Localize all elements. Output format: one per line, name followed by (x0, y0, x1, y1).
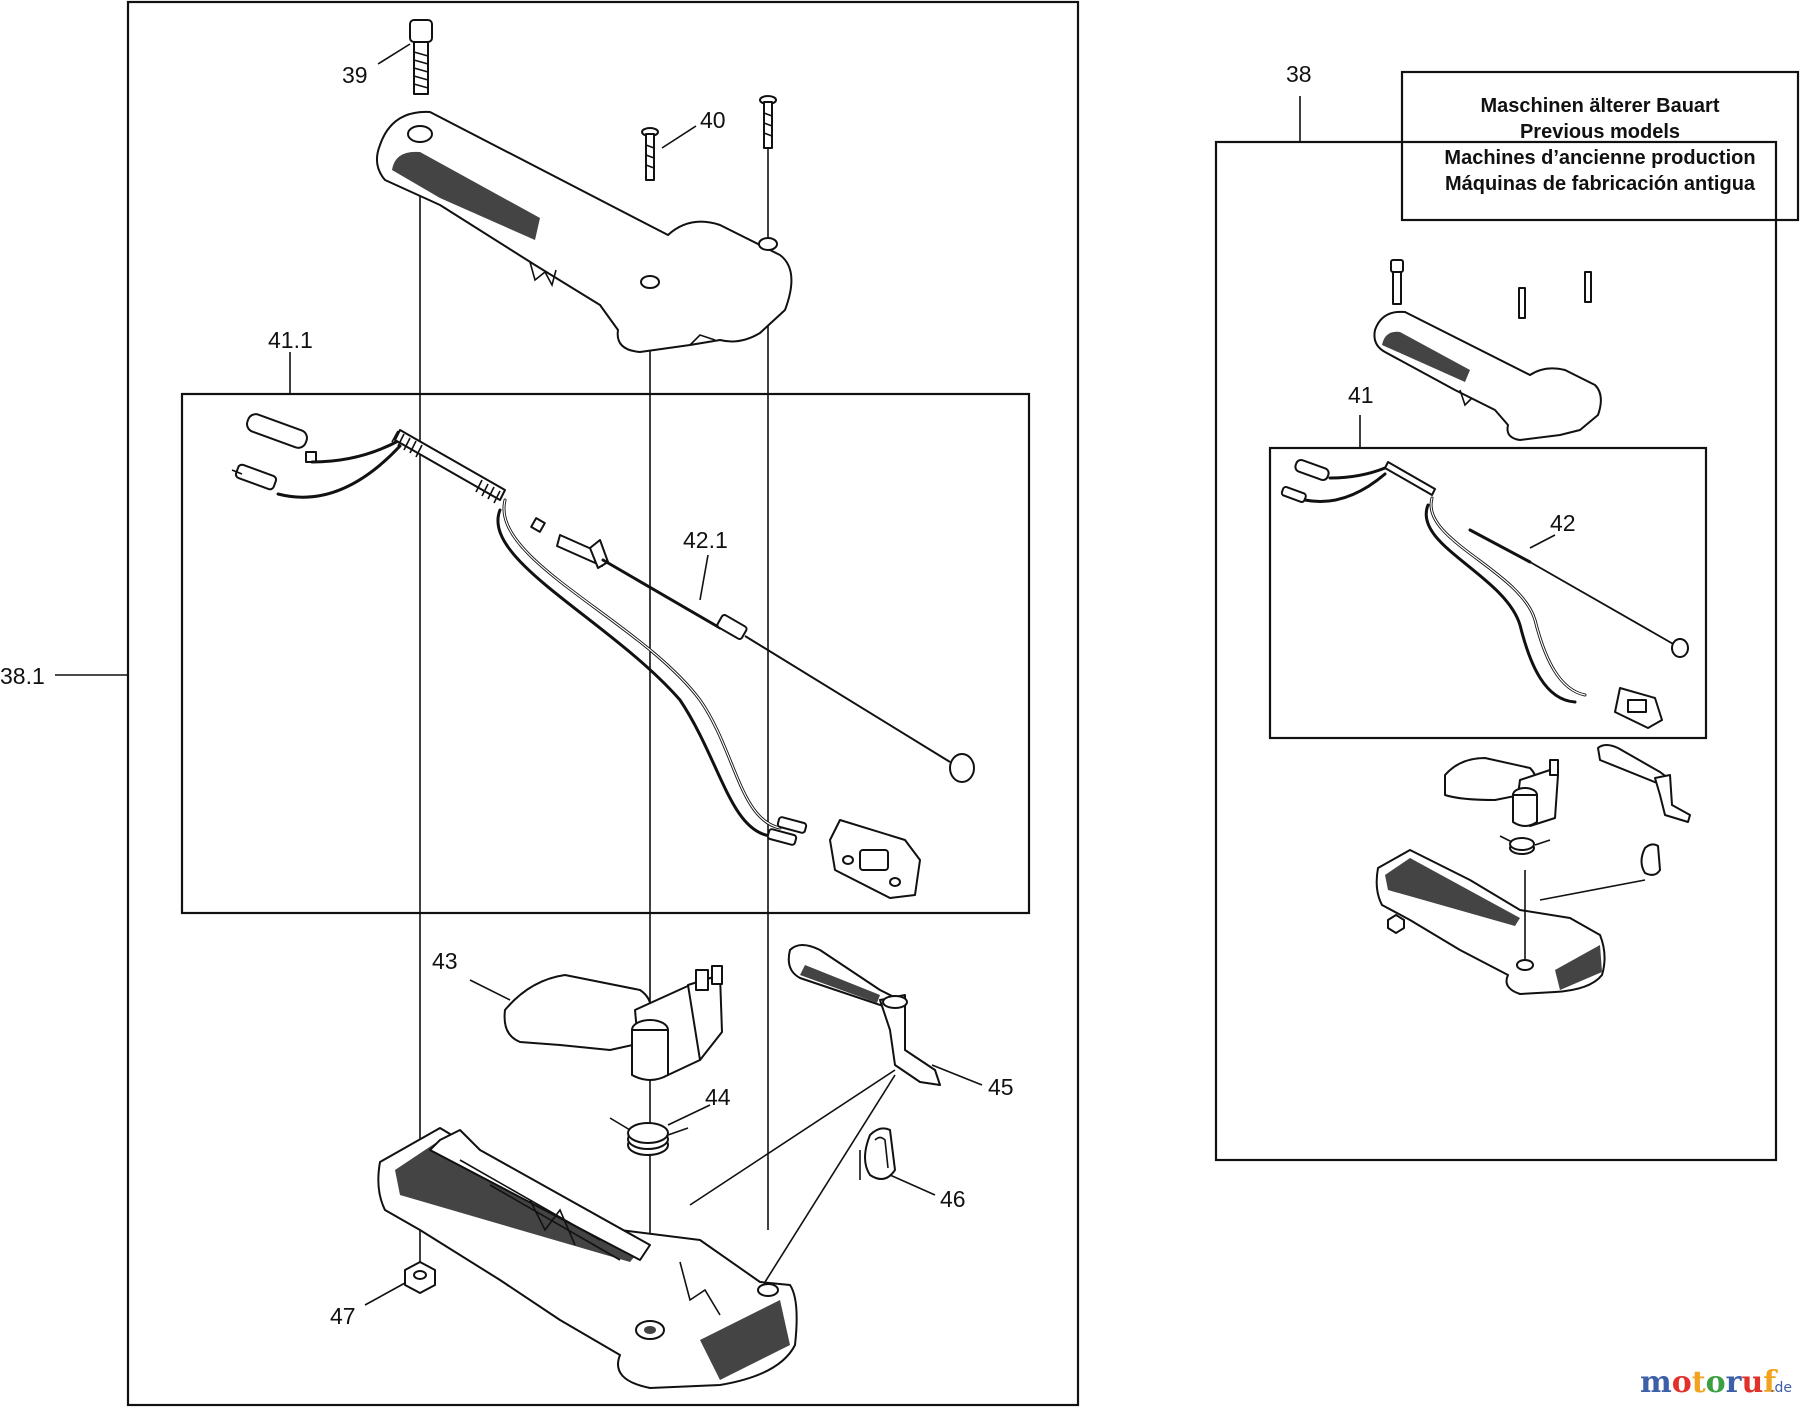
label-41-1: 41.1 (268, 327, 313, 353)
previous-clip (1640, 843, 1661, 876)
label-46: 46 (940, 1186, 966, 1212)
previous-wiring-harness (1280, 458, 1663, 729)
watermark-brand: motoruf (1640, 1365, 1778, 1400)
label-40: 40 (700, 107, 726, 133)
label-47: 47 (330, 1303, 356, 1329)
previous-handle-lower (1375, 849, 1646, 995)
trigger-43 (469, 965, 723, 1081)
main-group-frame (55, 0, 1080, 1407)
subassembly-41-1-frame (180, 352, 1031, 915)
previous-screws (1390, 259, 1592, 319)
note-line-1: Maschinen älterer Bauart (1481, 95, 1720, 117)
label-43: 43 (432, 948, 458, 974)
screw-40 (641, 95, 777, 181)
handle-lower-shell (377, 1127, 798, 1389)
label-45: 45 (988, 1074, 1014, 1100)
previous-handle-upper (1373, 310, 1602, 441)
label-42: 42 (1550, 510, 1576, 536)
label-42-1: 42.1 (683, 527, 728, 553)
wiring-harness (231, 413, 921, 899)
previous-throttle-cable (1468, 528, 1689, 658)
lock-lever-45 (787, 944, 983, 1086)
handle-upper-shell (375, 110, 793, 353)
subassembly-41-frame (1268, 415, 1708, 740)
previous-nut (1387, 914, 1405, 934)
previous-trigger (1444, 757, 1559, 827)
screw-39 (377, 19, 433, 95)
motoruf-watermark: motoruf .de (1640, 1365, 1792, 1400)
note-line-4: Máquinas de fabricación antigua (1445, 173, 1756, 195)
label-41: 41 (1348, 382, 1374, 408)
previous-models-frame (1214, 96, 1778, 1162)
label-38: 38 (1286, 61, 1312, 87)
watermark-suffix: .de (1770, 1380, 1792, 1396)
label-44: 44 (705, 1084, 731, 1110)
note-line-2: Previous models (1520, 121, 1680, 143)
previous-lock-lever (1597, 744, 1691, 823)
previous-models-note-box (1400, 70, 1800, 222)
previous-spring (1499, 835, 1551, 855)
nut-47 (364, 1261, 436, 1306)
spring-44 (609, 1104, 711, 1156)
clip-46 (864, 1127, 936, 1196)
throttle-cable (530, 517, 975, 783)
label-38-1: 38.1 (0, 663, 45, 689)
label-39: 39 (342, 62, 368, 88)
note-line-3: Machines d’ancienne production (1444, 147, 1755, 169)
